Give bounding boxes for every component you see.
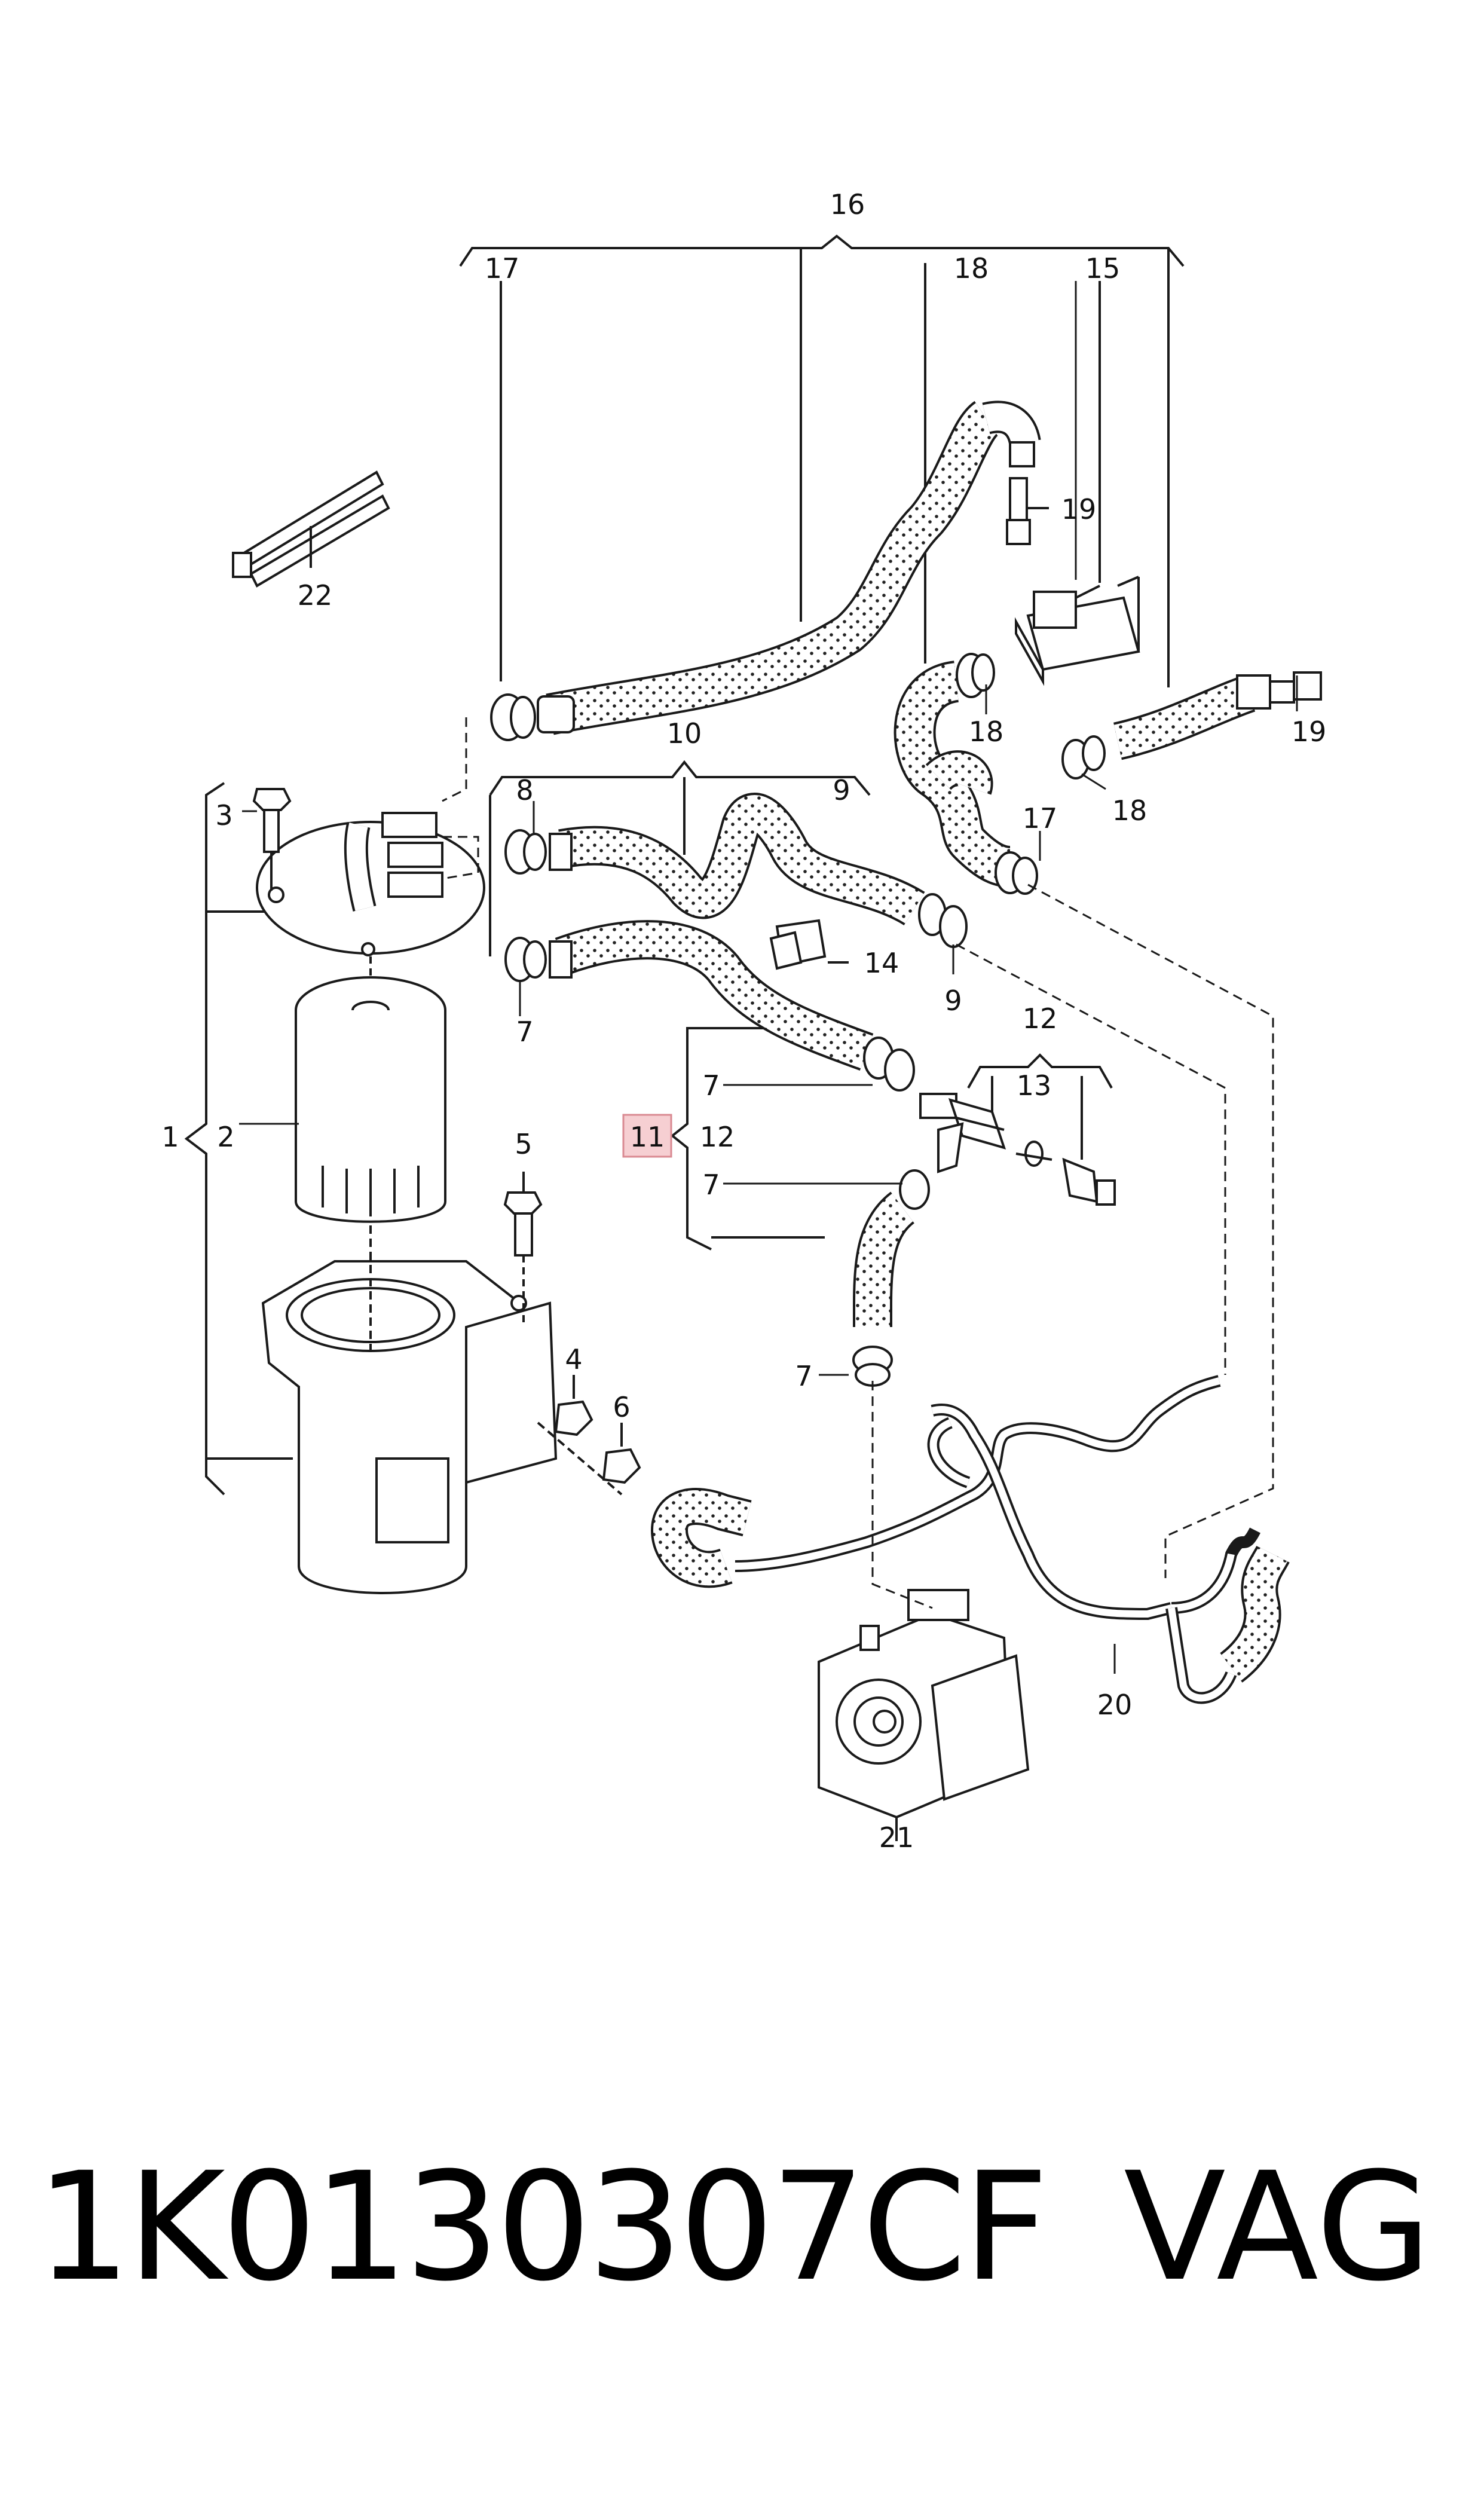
clamp-17-right [995, 851, 1038, 895]
callout-17-right: 17 [1023, 802, 1058, 834]
callout-6: 6 [613, 1391, 630, 1423]
bracket-11 [670, 1027, 825, 1251]
callout-22: 22 [298, 579, 333, 612]
hose-left-lower [650, 1488, 752, 1588]
callout-12-top: 12 [1023, 1002, 1058, 1035]
bracket-10 [489, 760, 871, 956]
callout-19-top: 19 [1061, 493, 1097, 525]
screw-3 [252, 788, 292, 891]
connector-19-top [1006, 477, 1049, 545]
callout-3: 3 [215, 799, 232, 831]
callout-4: 4 [565, 1343, 582, 1375]
clamp-18-upper [956, 653, 995, 698]
callout-labels: 16 17 18 15 19 22 18 19 10 18 3 8 9 17 1… [161, 188, 1326, 1854]
callout-13: 13 [1017, 1069, 1052, 1102]
part-number: 1K0130307CF [36, 2140, 1049, 2314]
callout-18-mid: 18 [969, 716, 1004, 748]
callout-15: 15 [1085, 252, 1121, 285]
hose-right-lower [1219, 1545, 1290, 1683]
hose-18-right [894, 661, 1011, 888]
valve-15 [1015, 576, 1140, 686]
clamp-17-left [490, 693, 536, 741]
leader-dashes [442, 717, 1274, 1609]
callout-19-right: 19 [1292, 716, 1327, 748]
pipe-assembly-20 [735, 1375, 1260, 1704]
nut-6 [602, 1423, 641, 1484]
hose-upper-left [546, 401, 1000, 735]
callout-10: 10 [667, 717, 702, 750]
hose-7-down [853, 1191, 915, 1327]
clip-strip-22 [232, 470, 390, 588]
hose-top-elbow [982, 401, 1041, 467]
callout-17-top: 17 [485, 252, 520, 285]
callout-7-a: 7 [702, 1069, 720, 1102]
bolt-5 [503, 1172, 543, 1327]
callout-16: 16 [830, 188, 865, 221]
callout-12-mid: 12 [700, 1121, 735, 1153]
pump-21 [818, 1589, 1030, 1841]
filter-element-2 [295, 976, 446, 1223]
t-piece-12 [919, 1093, 1006, 1173]
callout-7-left: 7 [516, 1016, 533, 1048]
callout-8: 8 [516, 774, 533, 806]
callout-5: 5 [515, 1128, 532, 1160]
callout-20: 20 [1097, 1689, 1133, 1721]
bracket-16 [459, 234, 1185, 687]
callout-7-c: 7 [795, 1360, 812, 1392]
callout-18-top: 18 [954, 252, 989, 285]
callout-9-top: 9 [833, 774, 850, 806]
hose-7-lower [555, 920, 874, 1071]
holder-14 [769, 919, 849, 970]
brand-label: VAG [1124, 2140, 1432, 2314]
callout-18-low: 18 [1112, 794, 1148, 827]
leader-lines [239, 281, 1298, 1841]
highlight-box-11 [622, 1114, 672, 1158]
callout-7-b: 7 [702, 1169, 720, 1201]
nut-4 [554, 1375, 593, 1436]
callout-9-mid: 9 [944, 985, 962, 1017]
clamp-7-lower [852, 1169, 930, 1387]
clamp-7-mid [863, 1037, 915, 1092]
clamp-9 [918, 893, 968, 948]
filter-housing [261, 1260, 558, 1594]
callout-21: 21 [879, 1821, 914, 1854]
sensor-13 [1015, 1141, 1116, 1206]
callout-11: 11 [630, 1121, 665, 1153]
hose-19-right [1113, 671, 1322, 760]
filter-lid-3 [256, 812, 485, 956]
clamp-8 [504, 829, 573, 875]
callout-2: 2 [217, 1121, 234, 1153]
clamp-18-lower [1061, 735, 1106, 779]
clamp-7-left [504, 937, 573, 982]
callout-14: 14 [864, 947, 899, 979]
hose-8-upper [558, 793, 925, 926]
callout-1: 1 [161, 1121, 179, 1153]
